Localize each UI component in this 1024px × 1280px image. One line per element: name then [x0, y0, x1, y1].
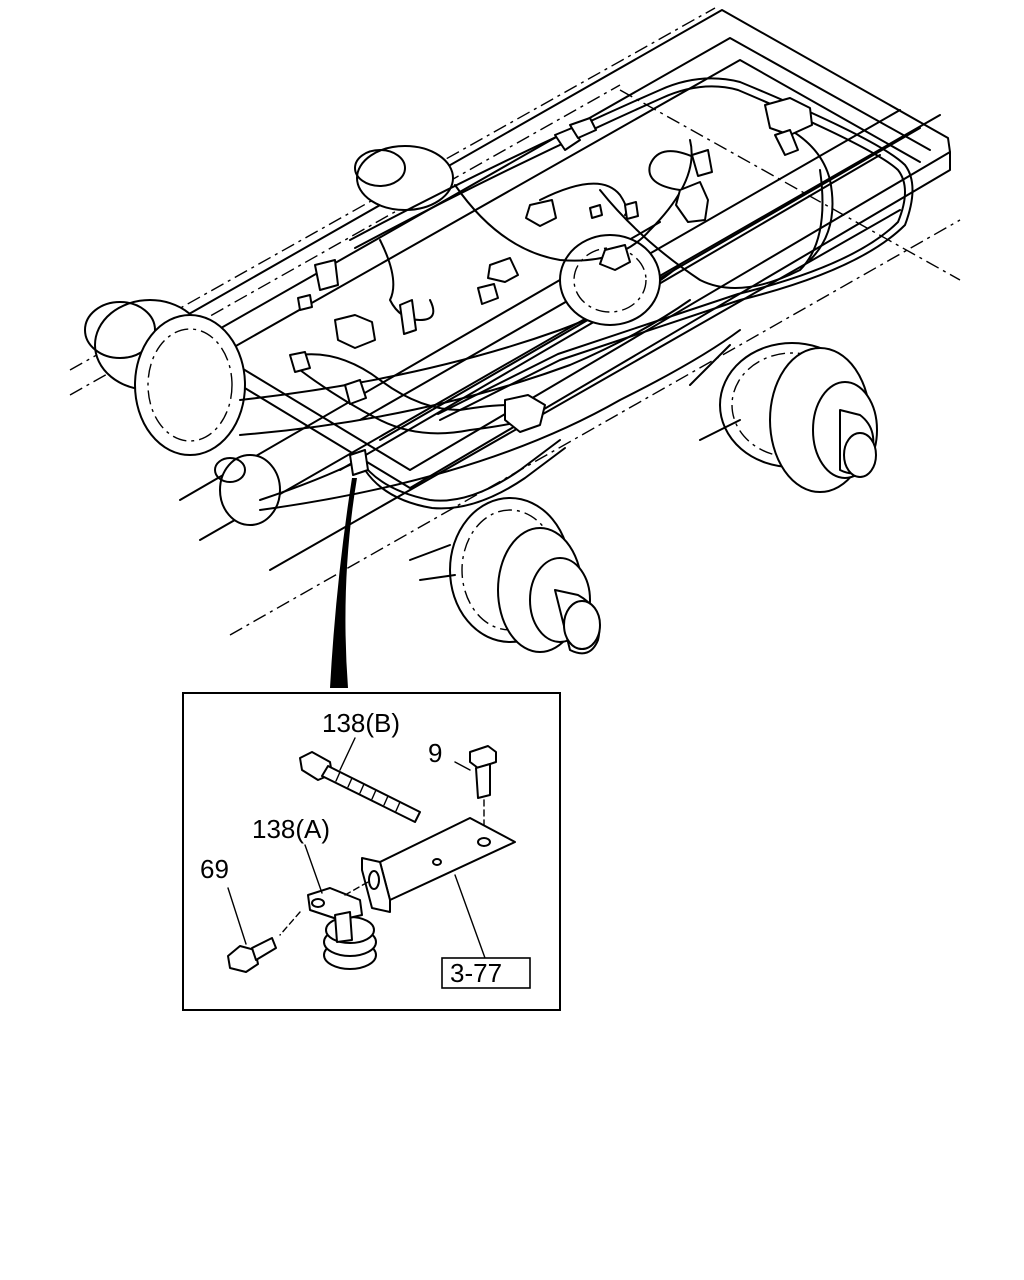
bolt-9: [454, 745, 497, 836]
wheel-hub-bottom: [409, 497, 601, 655]
rear-axle: [214, 234, 741, 526]
bolt-69: [227, 887, 277, 973]
callout-69: 69: [200, 854, 229, 884]
reference-label-3-77: 3-77: [450, 958, 502, 988]
callout-138a: 138(A): [252, 814, 330, 844]
valve-fittings: [289, 97, 813, 476]
front-axle: [84, 145, 691, 456]
reference-box: [441, 957, 531, 989]
cable-tie-138b: [299, 737, 421, 823]
detail-leader: [330, 478, 357, 688]
wheel-hub-right: [689, 342, 878, 493]
callout-9: 9: [428, 738, 442, 768]
detail-inset: [182, 692, 561, 1011]
callout-138b: 138(B): [322, 708, 400, 738]
clip-138a: [279, 844, 377, 970]
bracket: [361, 817, 516, 959]
